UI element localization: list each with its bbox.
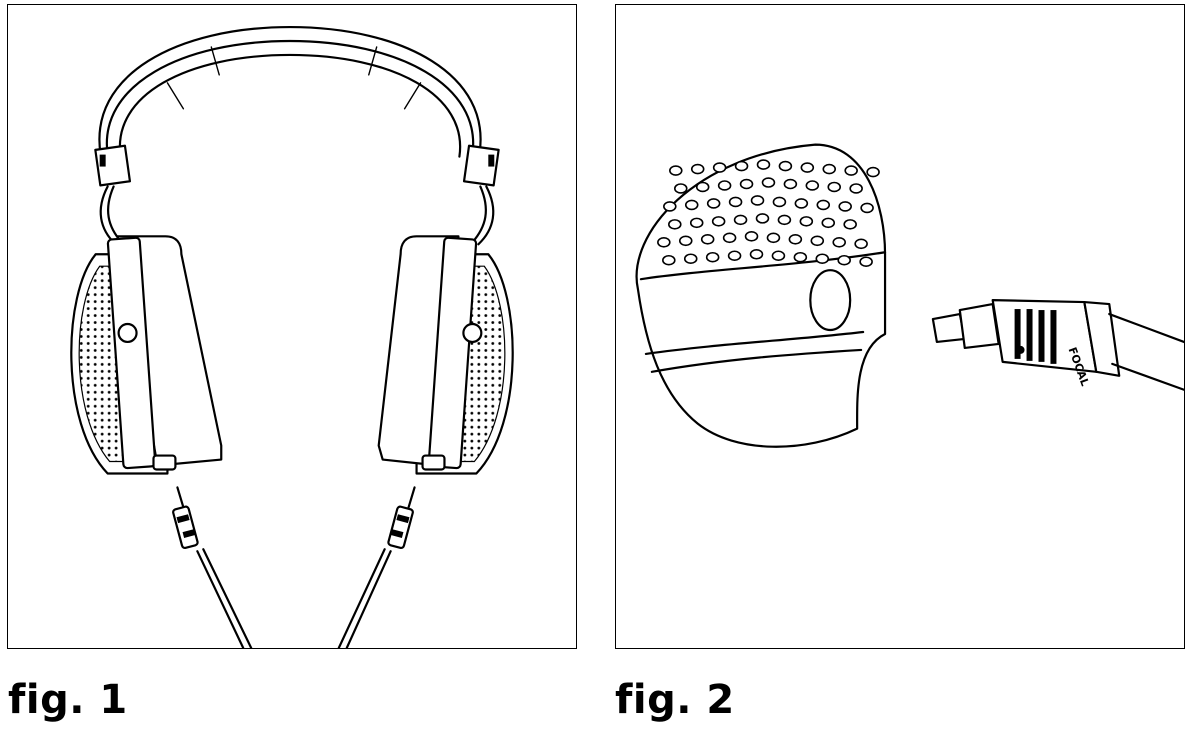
perforation-holes — [657, 159, 880, 268]
right-jack-cable — [337, 486, 416, 648]
figure-2-panel: FOCAL — [615, 4, 1185, 649]
earcup-closeup — [635, 143, 887, 448]
jack-plug: FOCAL — [931, 298, 1184, 391]
figure-1-caption: fig. 1 — [8, 677, 128, 723]
figure-1-panel — [7, 4, 577, 649]
left-jack-cable — [172, 486, 253, 648]
headphones-illustration — [70, 25, 514, 648]
earcup-jack-illustration: FOCAL — [635, 143, 1184, 448]
left-earcup — [70, 235, 223, 475]
figure-2-caption: fig. 2 — [615, 677, 735, 723]
headband — [94, 25, 500, 187]
right-earcup — [377, 235, 514, 475]
